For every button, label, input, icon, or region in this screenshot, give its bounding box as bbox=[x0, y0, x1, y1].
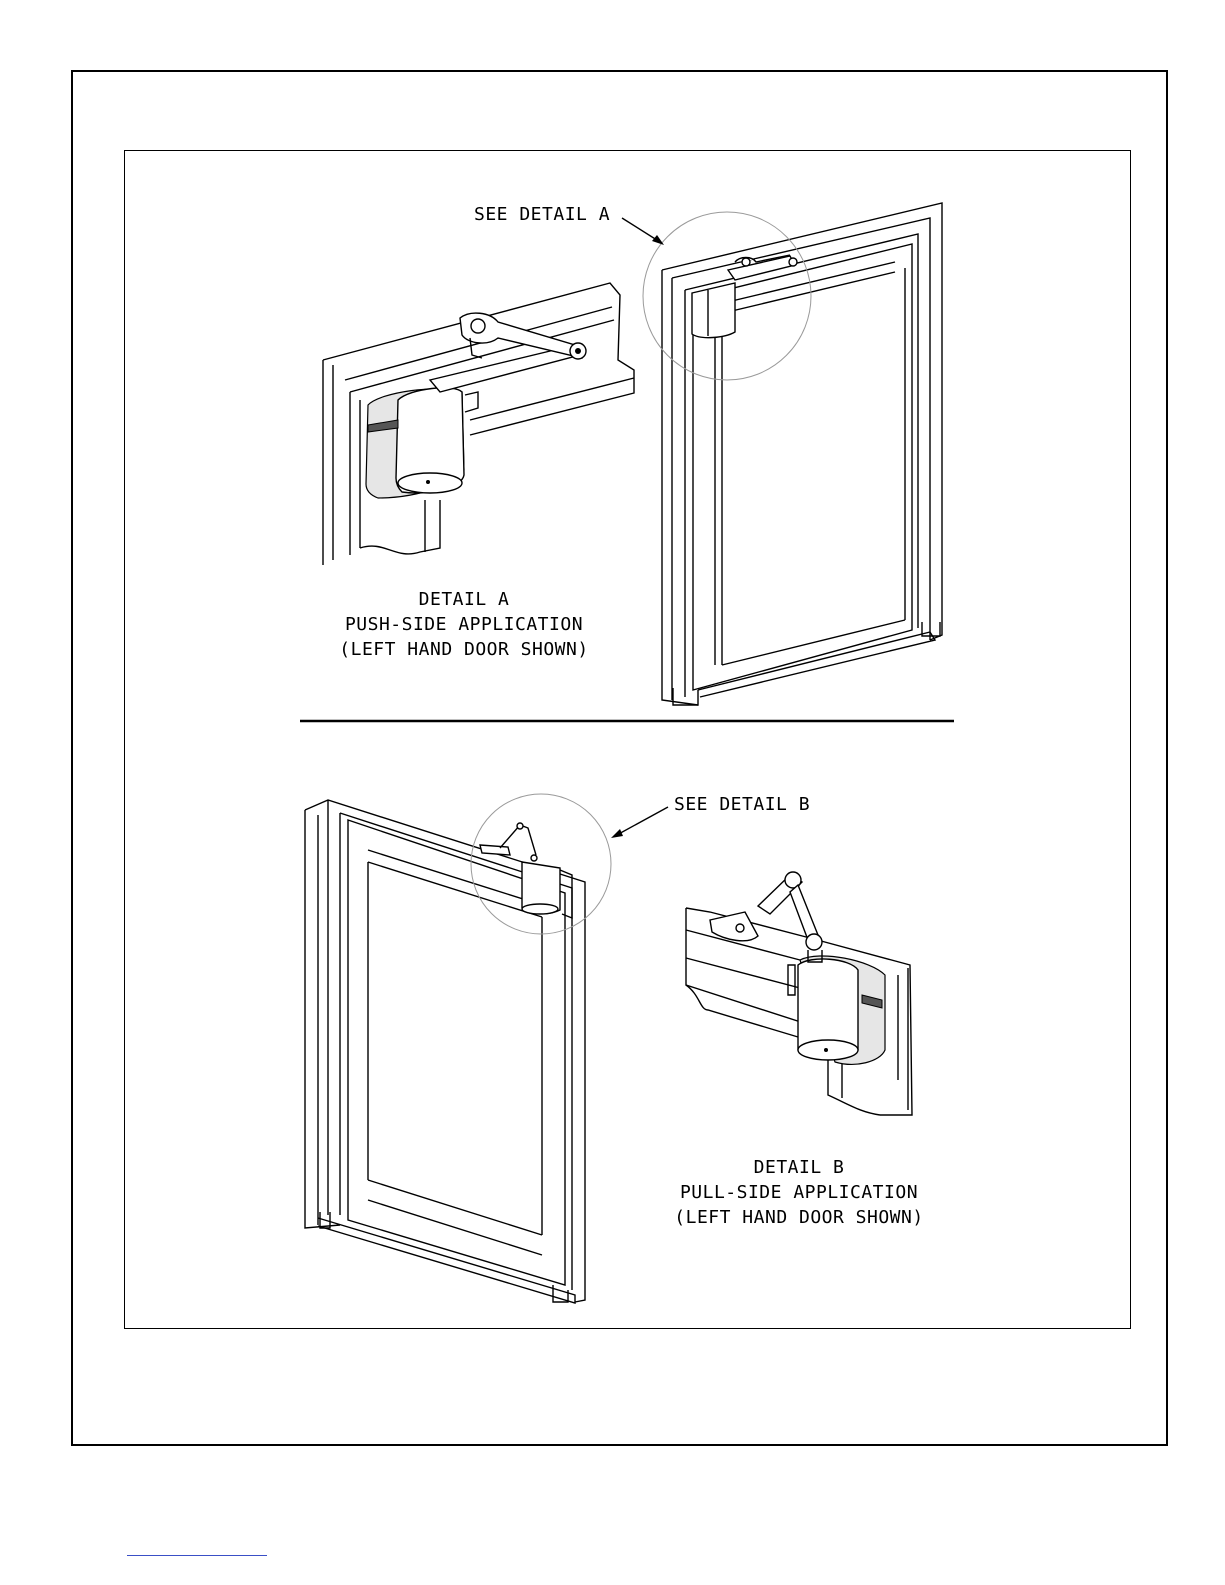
detail-a-caption: DETAIL A PUSH-SIDE APPLICATION (LEFT HAN… bbox=[339, 589, 588, 660]
detail-a-callout: SEE DETAIL A bbox=[474, 204, 664, 245]
detail-a-callout-text: SEE DETAIL A bbox=[474, 204, 610, 225]
detail-b-caption: DETAIL B PULL-SIDE APPLICATION (LEFT HAN… bbox=[674, 1157, 923, 1228]
detail-a-closeup bbox=[323, 283, 634, 565]
detail-a-title: DETAIL A bbox=[419, 589, 510, 610]
door-push-side bbox=[643, 203, 942, 705]
detail-b-note: (LEFT HAND DOOR SHOWN) bbox=[674, 1207, 923, 1228]
detail-a-note: (LEFT HAND DOOR SHOWN) bbox=[339, 639, 588, 660]
detail-b-callout-text: SEE DETAIL B bbox=[674, 794, 810, 815]
detail-b-title: DETAIL B bbox=[754, 1157, 845, 1178]
detail-a-subtitle: PUSH-SIDE APPLICATION bbox=[345, 614, 583, 635]
footer-link-underline[interactable] bbox=[127, 1555, 267, 1556]
detail-b-subtitle: PULL-SIDE APPLICATION bbox=[680, 1182, 918, 1203]
detail-b-callout: SEE DETAIL B bbox=[611, 794, 810, 838]
detail-b-closeup bbox=[686, 872, 912, 1115]
door-pull-side bbox=[305, 794, 611, 1303]
